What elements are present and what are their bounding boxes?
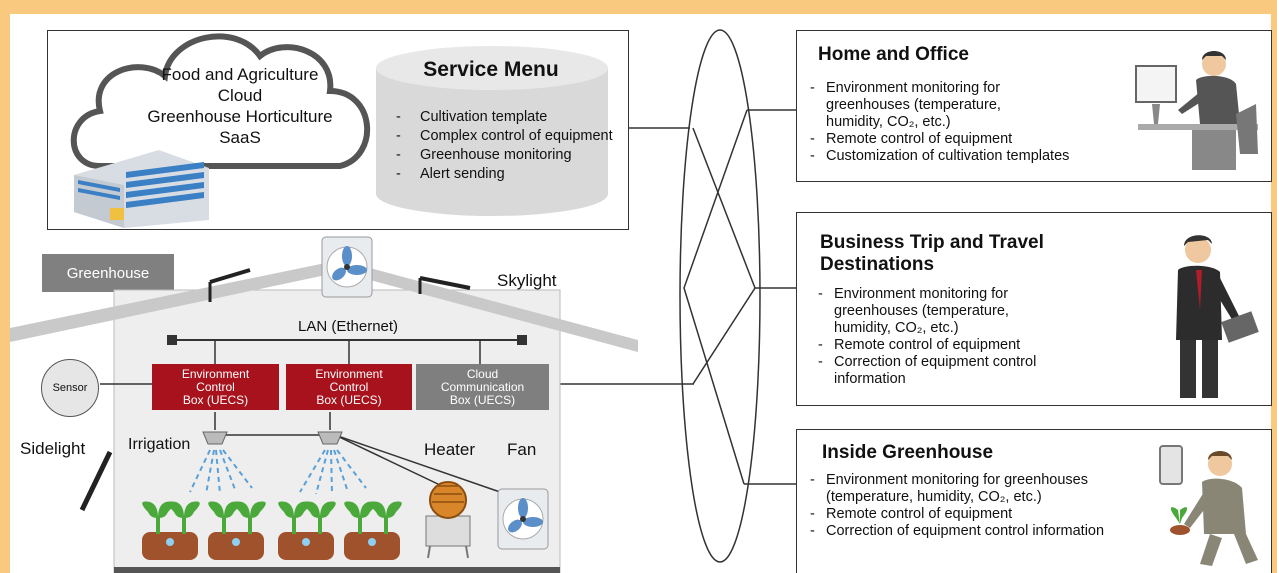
service-menu-list: Cultivation template Complex control of … <box>394 108 630 184</box>
irrigation-label: Irrigation <box>128 436 191 453</box>
list-item: Environment monitoring for greenhouses (… <box>814 286 1064 337</box>
plant-bed <box>142 532 400 560</box>
sensor-icon: Sensor <box>41 359 99 417</box>
service-menu-item: Greenhouse monitoring <box>394 146 630 165</box>
list-item: Remote control of equipment <box>814 337 1084 354</box>
list-item: Environment monitoring for greenhouses (… <box>806 80 1056 131</box>
list-item: Correction of equipment control informat… <box>814 354 1079 388</box>
cloud-service-title: Food and Agriculture Cloud Greenhouse Ho… <box>147 65 333 147</box>
heater-icon <box>425 481 471 559</box>
list-item: Correction of equipment control informat… <box>806 523 1166 540</box>
environment-control-box: Environment Control Box (UECS) <box>286 364 412 410</box>
inside-greenhouse-list: Environment monitoring for greenhouses (… <box>806 472 1166 540</box>
greenhouse-label: Greenhouse <box>42 254 174 292</box>
environment-control-box: Environment Control Box (UECS) <box>152 364 279 410</box>
inside-greenhouse-title: Inside Greenhouse <box>822 442 994 463</box>
fan-icon <box>497 488 549 550</box>
sidelight-label: Sidelight <box>20 439 86 458</box>
cloud-illustration <box>70 33 371 169</box>
datacenter-building-icon <box>74 150 209 228</box>
lan-label: LAN (Ethernet) <box>298 318 399 335</box>
list-item: Remote control of equipment <box>806 131 1126 148</box>
skylight-label: Skylight <box>497 271 557 290</box>
heater-label: Heater <box>424 440 476 459</box>
cloud-communication-box: Cloud Communication Box (UECS) <box>416 364 549 410</box>
list-item: Remote control of equipment <box>806 506 1166 523</box>
fan-label: Fan <box>507 440 537 459</box>
service-menu-item: Cultivation template <box>394 108 630 127</box>
service-menu-title: Service Menu <box>423 58 559 81</box>
network-ellipse <box>679 29 761 563</box>
list-item: Customization of cultivation templates <box>806 148 1126 165</box>
businessman-tablet-icon <box>1176 235 1259 398</box>
home-office-list: Environment monitoring for greenhouses (… <box>806 80 1126 165</box>
home-office-title: Home and Office <box>818 44 969 65</box>
irrigation-sprinklers <box>189 431 367 495</box>
roof-fan-icon <box>321 236 373 298</box>
business-trip-list: Environment monitoring for greenhouses (… <box>814 286 1084 388</box>
office-worker-icon <box>1135 51 1258 170</box>
service-menu-item: Alert sending <box>394 165 630 184</box>
list-item: Environment monitoring for greenhouses (… <box>806 472 1156 506</box>
business-trip-title: Business Trip and Travel Destinations <box>820 232 1044 275</box>
service-menu-item: Complex control of equipment <box>394 127 630 146</box>
farmer-icon <box>1159 445 1258 566</box>
plants-row <box>142 501 402 560</box>
